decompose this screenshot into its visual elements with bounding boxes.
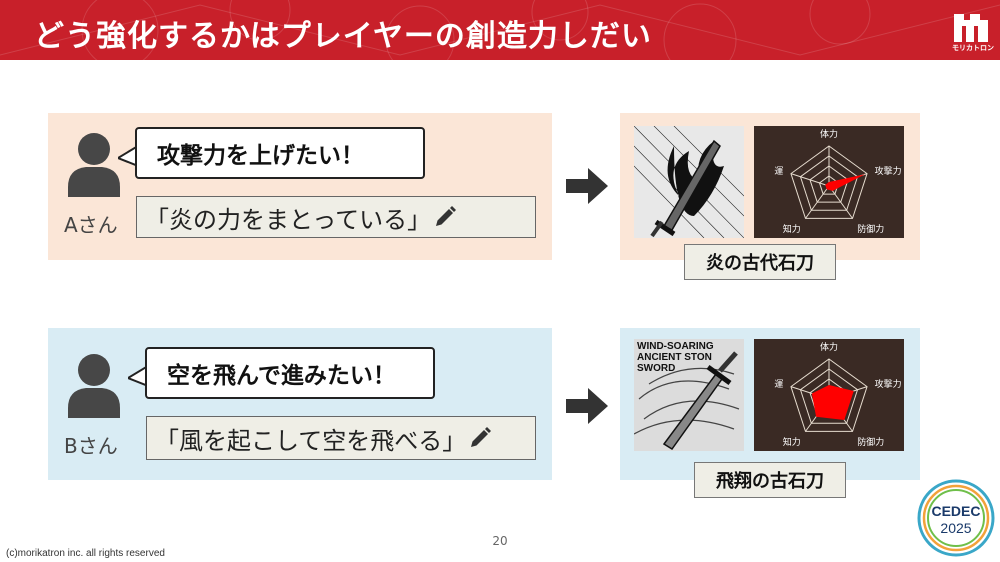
flaming-sword-illustration — [634, 126, 744, 238]
radar-stat-label: 防御力 — [857, 223, 884, 235]
arrow-right-icon — [566, 388, 608, 424]
player-b-prompt: 「風を起こして空を飛べる」 — [155, 426, 467, 455]
stats-radar-chart-b: 体力攻撃力防御力 知力 運 — [754, 339, 904, 451]
morikatron-logo — [954, 14, 988, 42]
copyright-text: (c)morikatron inc. all rights reserved — [6, 548, 165, 559]
pencil-icon — [436, 206, 457, 226]
illustration-caption-line3: SWORD — [637, 363, 675, 374]
player-a-prompt: 「炎の力をまとっている」 — [145, 205, 432, 234]
wind-sword-illustration: WIND-SOARING ANCIENT STON SWORD — [634, 339, 744, 451]
radar-stat-label: 体力 — [820, 128, 838, 140]
radar-grid-ring — [799, 368, 859, 424]
player-b-label: Bさん — [64, 434, 118, 458]
player-b-speech: 空を飛んで進みたい！ — [167, 363, 396, 389]
radar-stat-label: 防御力 — [857, 436, 884, 448]
illustration-caption-line2: ANCIENT STON — [637, 352, 712, 363]
radar-stat-label: 知力 — [783, 223, 801, 235]
logo-caption: モリカトロン — [952, 44, 994, 52]
radar-spoke — [828, 185, 853, 219]
radar-stat-label: 知力 — [783, 436, 801, 448]
cedec-2025-logo: CEDEC 2025 — [917, 479, 995, 557]
radar-data-area — [811, 385, 854, 421]
radar-stat-label: 体力 — [820, 341, 838, 353]
radar-spoke — [805, 185, 830, 219]
player-a-speech-bubble: 攻撃力を上げたい！ — [135, 127, 425, 179]
user-icon — [68, 133, 120, 197]
speech-bubble-tail — [128, 365, 148, 387]
slide-title: どう強化するかはプレイヤーの創造力しだい — [34, 19, 652, 54]
radar-grid-ring — [809, 165, 849, 203]
user-icon — [68, 354, 120, 418]
radar-stat-label: 運 — [774, 166, 783, 177]
radar-grid-ring — [790, 145, 868, 219]
arrow-right-icon — [566, 168, 608, 204]
result-b-name: 飛翔の古石刀 — [716, 471, 824, 492]
radar-data-area — [825, 174, 866, 191]
radar-grid-ring — [799, 155, 859, 211]
player-a-speech: 攻撃力を上げたい！ — [157, 143, 364, 169]
radar-stat-label: 攻撃力 — [875, 165, 902, 177]
header-pattern — [0, 0, 1000, 60]
radar-stat-label: 運 — [774, 379, 783, 390]
cedec-logo-line2: 2025 — [940, 520, 971, 536]
radar-spoke — [790, 173, 830, 187]
speech-bubble-tail — [118, 145, 138, 167]
page-number: 20 — [492, 534, 508, 548]
result-b-name-tag: 飛翔の古石刀 — [694, 462, 846, 498]
player-b-speech-bubble: 空を飛んで進みたい！ — [145, 347, 435, 399]
cedec-logo-line1: CEDEC — [931, 503, 980, 519]
stats-radar-chart-a: 体力攻撃力防御力 知力 運 — [754, 126, 904, 238]
player-a-label: Aさん — [64, 213, 118, 237]
radar-stat-label: 攻撃力 — [875, 378, 902, 390]
radar-grid-ring — [790, 358, 868, 432]
pencil-icon — [471, 427, 492, 447]
illustration-caption-line1: WIND-SOARING — [637, 341, 714, 352]
player-a-prompt-box[interactable]: 「炎の力をまとっている」 — [136, 196, 536, 238]
result-a-name-tag: 炎の古代石刀 — [684, 244, 836, 280]
player-b-prompt-box[interactable]: 「風を起こして空を飛べる」 — [146, 416, 536, 460]
slide-header: どう強化するかはプレイヤーの創造力しだい — [0, 0, 1000, 60]
result-a-name: 炎の古代石刀 — [706, 253, 814, 274]
